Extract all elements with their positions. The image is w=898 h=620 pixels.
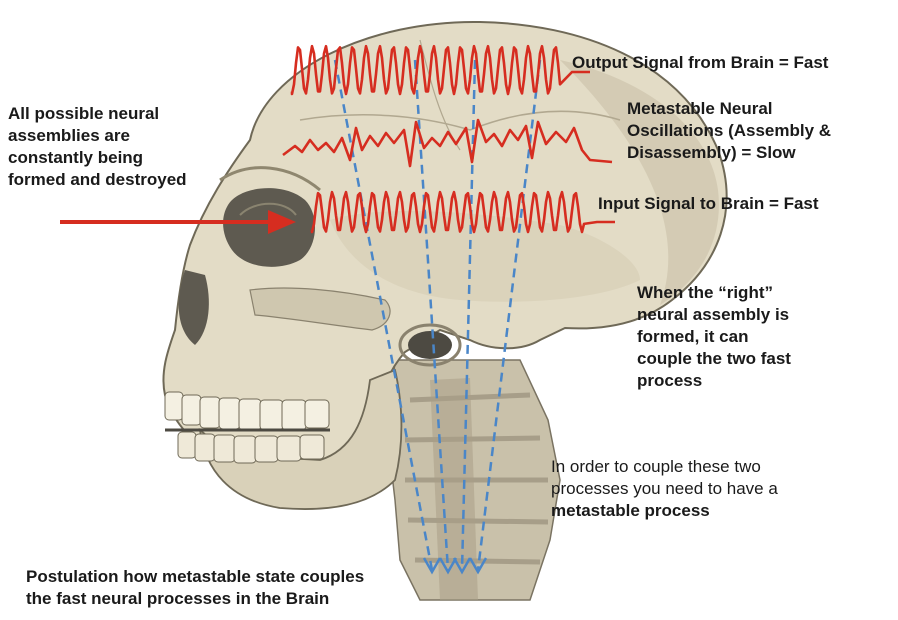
right-assembly-line-5: process bbox=[637, 370, 791, 392]
left-label-line-3: constantly being bbox=[8, 147, 187, 169]
left-label-line-2: assemblies are bbox=[8, 125, 187, 147]
right-assembly-label: When the “right” neural assembly is form… bbox=[637, 282, 791, 392]
right-assembly-line-3: formed, it can bbox=[637, 326, 791, 348]
couple-note-line-1: In order to couple these two bbox=[551, 456, 778, 478]
left-label: All possible neural assemblies are const… bbox=[8, 103, 187, 191]
metastable-label: Metastable Neural Oscillations (Assembly… bbox=[627, 98, 831, 164]
lower-teeth bbox=[178, 432, 324, 463]
right-assembly-line-1: When the “right” bbox=[637, 282, 791, 304]
left-label-line-1: All possible neural bbox=[8, 103, 187, 125]
input-signal-label: Input Signal to Brain = Fast bbox=[598, 193, 819, 215]
right-assembly-line-2: neural assembly is bbox=[637, 304, 791, 326]
couple-note-line-3: metastable process bbox=[551, 500, 778, 522]
left-label-line-4: formed and destroyed bbox=[8, 169, 187, 191]
metastable-label-line-1: Metastable Neural bbox=[627, 98, 831, 120]
caption-line-2: the fast neural processes in the Brain bbox=[26, 588, 364, 610]
ear-canal bbox=[408, 331, 452, 359]
caption: Postulation how metastable state couples… bbox=[26, 566, 364, 610]
metastable-label-line-3: Disassembly) = Slow bbox=[627, 142, 831, 164]
couple-note-line-2: processes you need to have a bbox=[551, 478, 778, 500]
right-assembly-line-4: couple the two fast bbox=[637, 348, 791, 370]
caption-line-1: Postulation how metastable state couples bbox=[26, 566, 364, 588]
output-signal-label: Output Signal from Brain = Fast bbox=[572, 52, 828, 74]
couple-note-bold: metastable process bbox=[551, 501, 710, 520]
couple-note: In order to couple these two processes y… bbox=[551, 456, 778, 522]
metastable-label-line-2: Oscillations (Assembly & bbox=[627, 120, 831, 142]
